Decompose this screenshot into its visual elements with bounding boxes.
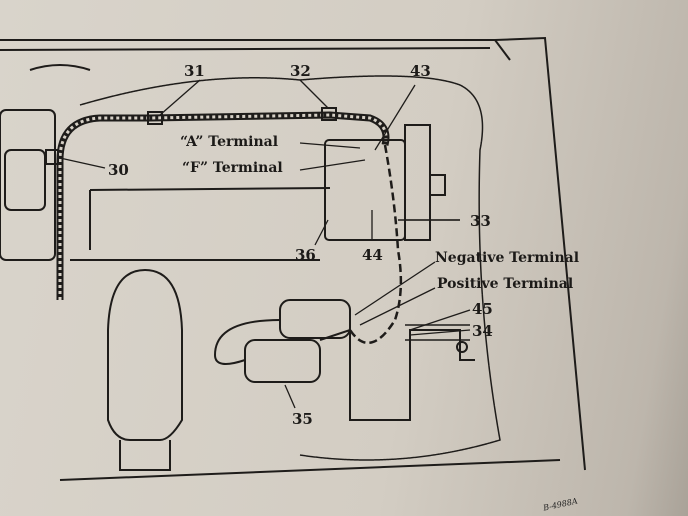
positive-terminal-label: Positive Terminal <box>437 276 574 292</box>
generator-end-frame <box>404 124 431 241</box>
bracket-line <box>89 187 331 250</box>
callout-35: 35 <box>292 410 313 428</box>
mount-bracket <box>319 328 475 421</box>
negative-terminal-label: Negative Terminal <box>435 250 580 266</box>
a-terminal-label: “A” Terminal <box>180 134 279 150</box>
generator-cable <box>348 144 403 345</box>
frame-bottom-line <box>59 459 561 481</box>
cutout-relay-lower <box>244 339 321 383</box>
clip-30 <box>45 149 59 165</box>
callout-32: 32 <box>290 62 311 80</box>
callout-33: 33 <box>470 212 491 230</box>
clip-32 <box>321 107 337 121</box>
callout-31: 31 <box>184 62 205 80</box>
frame-top-inner <box>0 47 491 51</box>
callout-36: 36 <box>295 246 316 264</box>
callout-43: 43 <box>410 62 431 80</box>
engine-block <box>0 109 56 261</box>
body-outline <box>79 75 501 461</box>
clip-31 <box>147 111 163 125</box>
f-terminal-label: “F” Terminal <box>182 160 283 176</box>
relay-connecting-wire <box>213 319 281 365</box>
cutout-relay-upper <box>279 299 351 339</box>
frame-right-line <box>494 36 586 471</box>
callout-45: 45 <box>472 300 493 318</box>
leader-lines <box>59 79 471 409</box>
generator <box>324 139 406 241</box>
callout-30: 30 <box>108 161 129 179</box>
tank <box>107 268 183 441</box>
callout-44: 44 <box>362 246 383 264</box>
callout-34: 34 <box>472 322 493 340</box>
